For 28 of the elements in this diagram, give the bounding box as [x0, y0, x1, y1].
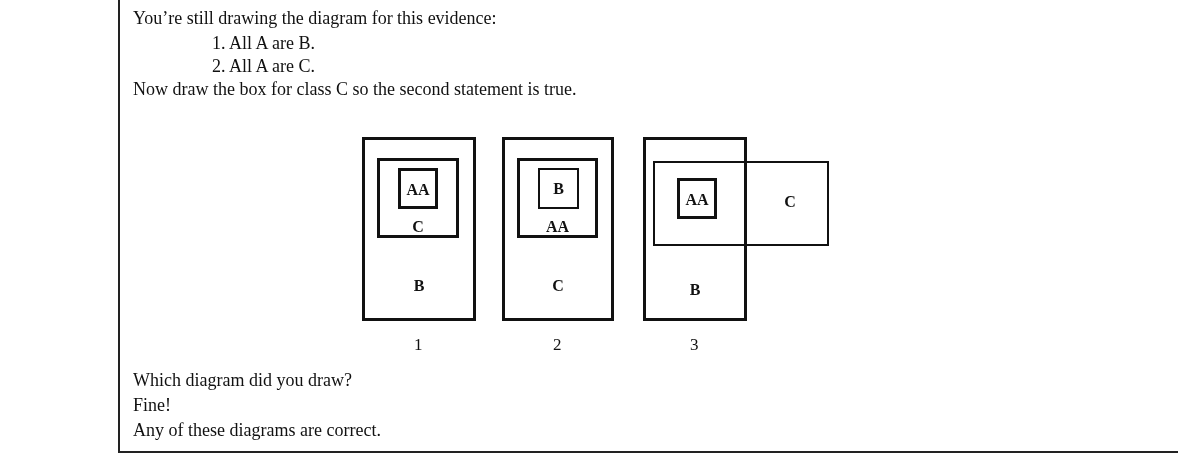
- class-box: [377, 158, 459, 238]
- instruction-text: Which diagram did you draw?: [133, 369, 352, 391]
- class-label: B: [412, 277, 426, 295]
- diagram-number: 3: [690, 335, 699, 355]
- class-box: [362, 137, 476, 321]
- instruction-text: You’re still drawing the diagram for this evidence:: [133, 7, 497, 29]
- class-box: [653, 161, 829, 246]
- class-box: [538, 168, 579, 209]
- diagram-number: 1: [414, 335, 423, 355]
- class-box: [517, 158, 598, 238]
- diagram-number: 2: [553, 335, 562, 355]
- class-box: [502, 137, 614, 321]
- class-box: [398, 168, 438, 209]
- instruction-text: Now draw the box for class C so the second statement is true.: [133, 78, 577, 100]
- class-label: B: [552, 180, 565, 198]
- class-box: [677, 178, 717, 219]
- instruction-text: 1. All A are B.: [212, 32, 315, 54]
- class-label: AA: [544, 218, 571, 236]
- instruction-text: 2. All A are C.: [212, 55, 315, 77]
- class-label: AA: [405, 181, 431, 199]
- instruction-text: Any of these diagrams are correct.: [133, 419, 381, 441]
- class-label: B: [688, 281, 702, 299]
- class-label: C: [551, 277, 565, 295]
- class-box: [643, 137, 747, 321]
- class-label: AA: [684, 191, 710, 209]
- class-label: C: [783, 193, 797, 211]
- class-label: C: [411, 218, 425, 236]
- instruction-text: Fine!: [133, 394, 171, 416]
